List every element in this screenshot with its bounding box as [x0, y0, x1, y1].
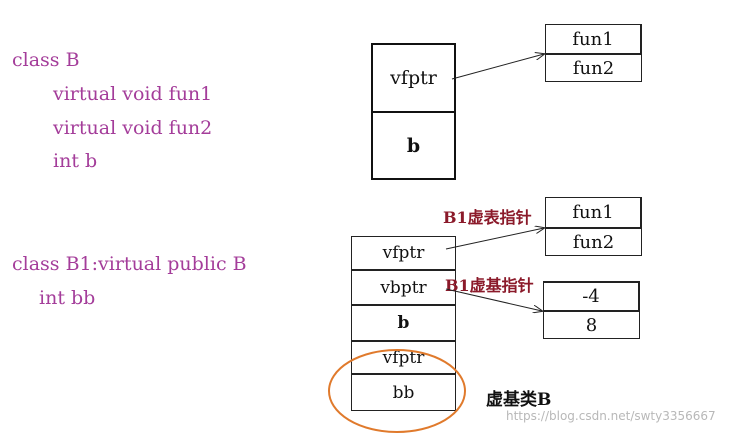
arrow-b1-vfptr-to-vtable	[445, 228, 544, 250]
b-object-box: vfptr b	[371, 43, 456, 180]
class-b1-decl: class B1:virtual public B	[12, 253, 247, 275]
b1-bb: bb	[351, 374, 456, 411]
b1-vbptr: vbptr	[351, 270, 456, 305]
class-b-decl: class B	[12, 49, 80, 71]
b1-vfptr: vfptr	[351, 236, 456, 270]
label-vtable-ptr: B1虚表指针	[443, 208, 532, 227]
watermark: https://blog.csdn.net/swty3356667	[506, 409, 716, 423]
b1-vtable-fun2: fun2	[545, 228, 642, 256]
vbtable-entry-1: 8	[543, 311, 640, 339]
virtual-base-highlight-ellipse	[328, 349, 466, 433]
b-object-divider	[373, 111, 454, 113]
b-object-b: b	[406, 134, 421, 157]
b-object-vfptr: vfptr	[390, 67, 437, 89]
top-vtable-fun2: fun2	[545, 54, 642, 82]
fun1-decl: virtual void fun1	[53, 83, 213, 105]
int-b-decl: int b	[53, 150, 98, 172]
arrow-b1-vbptr-to-vbtable	[445, 288, 542, 311]
label-vbase-ptr: B1虚基指针	[445, 276, 534, 295]
b1-vtable-fun1: fun1	[545, 197, 642, 228]
b1-b: b	[351, 305, 456, 341]
int-bb-decl: int bb	[39, 287, 96, 309]
top-vtable-fun1: fun1	[545, 24, 642, 54]
arrow-b-vfptr-to-vtable	[451, 54, 544, 80]
label-virtual-base: 虚基类B	[486, 390, 552, 410]
vbtable-entry-0: -4	[543, 281, 640, 311]
fun2-decl: virtual void fun2	[53, 117, 213, 139]
